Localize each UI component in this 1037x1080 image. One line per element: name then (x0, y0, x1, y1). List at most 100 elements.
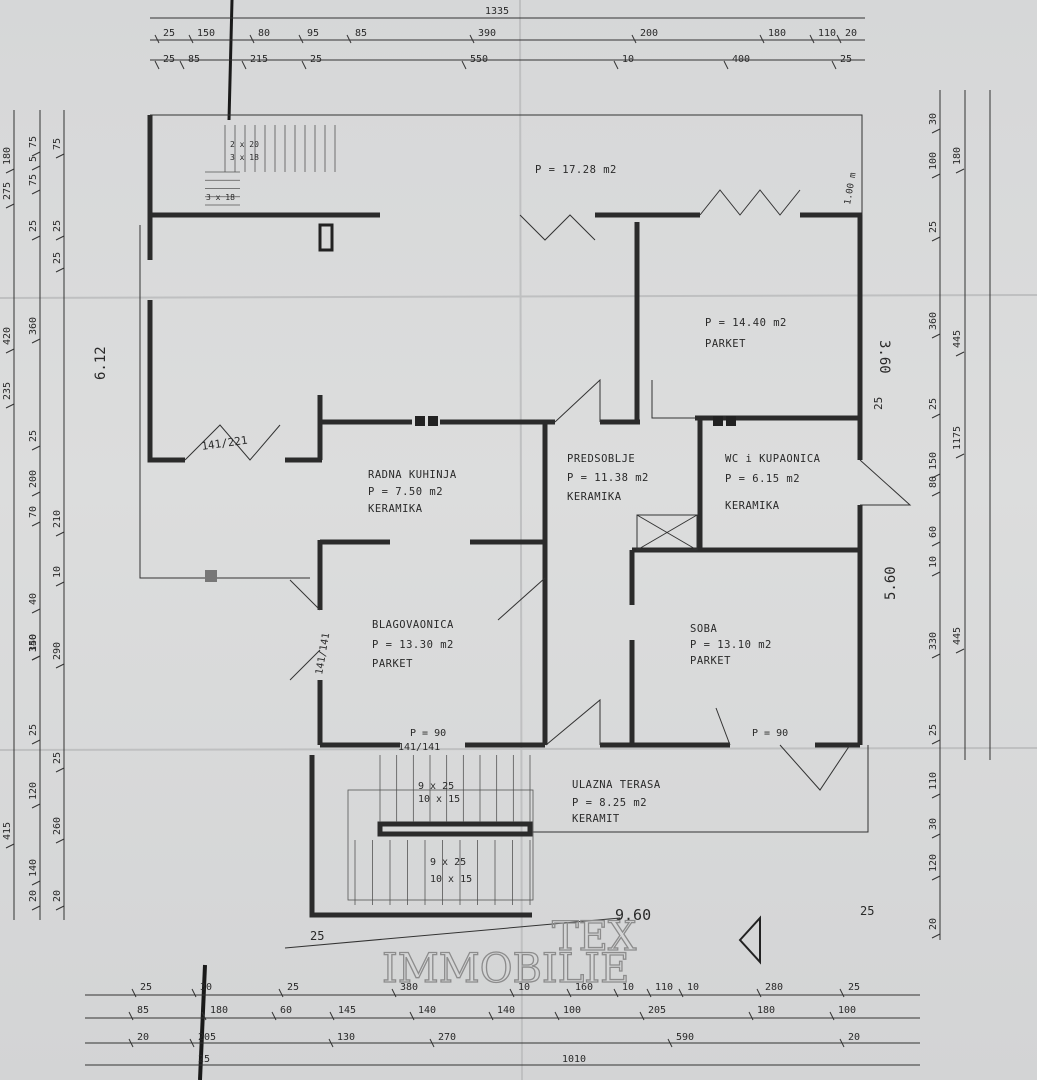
dimension-tick (154, 60, 160, 70)
entrance-terrace-name: ULAZNA TERASA (572, 779, 661, 791)
dimension-label: 150 (928, 452, 939, 470)
dimension-label: 400 (732, 54, 750, 65)
dimension-tick (931, 413, 941, 419)
dimension-label: 20 (928, 918, 939, 930)
dimension-label: 180 (210, 1005, 228, 1016)
dimension-tick (5, 843, 15, 849)
stair-top-label-c: 3 x 18 (206, 193, 235, 202)
bedroom-top-area: P = 14.40 m2 (705, 317, 787, 329)
dimension-tick (31, 880, 41, 886)
dimension-label: 25 (928, 724, 939, 736)
dimension-tick (631, 34, 637, 44)
dimension-label: 445 (952, 330, 963, 348)
room-labels: P = 17.28 m2 P = 14.40 m2 PARKET RADNA K… (368, 164, 821, 825)
dimension-tick (839, 1038, 845, 1048)
dimension-label: 20 (137, 1032, 149, 1043)
dimension-tick (488, 1011, 494, 1021)
dimension-label: 100 (563, 1005, 581, 1016)
dimension-label: 420 (2, 327, 13, 345)
bedroom-top-floor: PARKET (705, 338, 746, 350)
dimension-label: 20 (848, 1032, 860, 1043)
dimension-label: 140 (418, 1005, 436, 1016)
dimension-tick (461, 60, 467, 70)
bathroom-name: WC i KUPAONICA (725, 453, 821, 465)
hand-dim-612: 6.12 (93, 346, 109, 380)
dimension-label: 215 (250, 54, 268, 65)
dimension-label: 25 (848, 982, 860, 993)
window-label-a: 141/221 (201, 434, 249, 453)
dimension-tick (128, 1038, 134, 1048)
dimension-tick (188, 34, 194, 44)
hand-dim-960: 9.60 (615, 906, 651, 924)
dimension-tick (931, 333, 941, 339)
stairs (205, 125, 534, 905)
dimension-label: 200 (28, 470, 39, 488)
dimension-label: 330 (928, 632, 939, 650)
bathroom-area: P = 6.15 m2 (725, 473, 800, 485)
hand-dim-360: 3.60 (876, 340, 892, 374)
dimension-label: 1175 (952, 426, 963, 450)
hall-name: PREDSOBLJE (567, 453, 635, 465)
dimension-label: 180 (757, 1005, 775, 1016)
dimension-tick (955, 648, 965, 654)
dimension-tick (955, 168, 965, 174)
dimension-tick (329, 1011, 335, 1021)
dimension-label: 40 (28, 593, 39, 605)
dining-area: P = 13.30 m2 (372, 639, 454, 651)
dimension-label: 25 (840, 54, 852, 65)
dimension-tick (31, 338, 41, 344)
dimension-tick (31, 445, 41, 451)
dimension-label: 360 (928, 312, 939, 330)
stair-top-label-a: 2 x 20 (230, 140, 259, 149)
dimension-tick (931, 933, 941, 939)
bathroom-floor: KERAMIKA (725, 500, 780, 512)
dimension-tick (509, 988, 515, 998)
dimension-tick (189, 1038, 195, 1048)
dimension-label: 180 (768, 28, 786, 39)
dimension-tick (298, 34, 304, 44)
dimension-label: 380 (400, 982, 418, 993)
dimension-tick (931, 833, 941, 839)
dimension-tick (931, 128, 941, 134)
dimension-tick (756, 988, 762, 998)
stair-top-label-b: 3 x 18 (230, 153, 259, 162)
dimension-label: 70 (28, 506, 39, 518)
dining-name: BLAGOVAONICA (372, 619, 454, 631)
dimension-tick (469, 34, 475, 44)
dimension-label: 205 (198, 1032, 216, 1043)
dimension-label: 180 (952, 147, 963, 165)
dimension-tick (639, 1011, 645, 1021)
dimension-label: 25 (28, 724, 39, 736)
dimension-tick (55, 838, 65, 844)
dimension-tick (5, 403, 15, 409)
dimension-tick (55, 767, 65, 773)
hand-dim-25c: 25 (872, 397, 885, 410)
dimension-label: 260 (52, 817, 63, 835)
dimension-tick (55, 531, 65, 537)
dimension-label: 200 (640, 28, 658, 39)
dimension-tick (55, 663, 65, 669)
dimension-tick (613, 988, 619, 998)
door-width-left: P = 90 (410, 728, 446, 739)
dimension-label: 10 (52, 566, 63, 578)
terrace-top-area: P = 17.28 m2 (535, 164, 617, 176)
dimension-tick (201, 1011, 207, 1021)
dimension-label: 25 (28, 220, 39, 232)
dimension-label: 25 (52, 252, 63, 264)
dimension-tick (646, 988, 652, 998)
dimension-tick (554, 1011, 560, 1021)
door-swings (184, 189, 912, 791)
dimension-label: 20 (845, 28, 857, 39)
dimension-tick (346, 34, 352, 44)
dimension-tick (931, 491, 941, 497)
dimension-label: 110 (928, 772, 939, 790)
stair-bottom-label-d: 10 x 15 (430, 874, 472, 885)
dimension-label: 20 (28, 890, 39, 902)
dimension-tick (31, 739, 41, 745)
dimension-label: 25 (310, 54, 322, 65)
dimension-tick (55, 267, 65, 273)
